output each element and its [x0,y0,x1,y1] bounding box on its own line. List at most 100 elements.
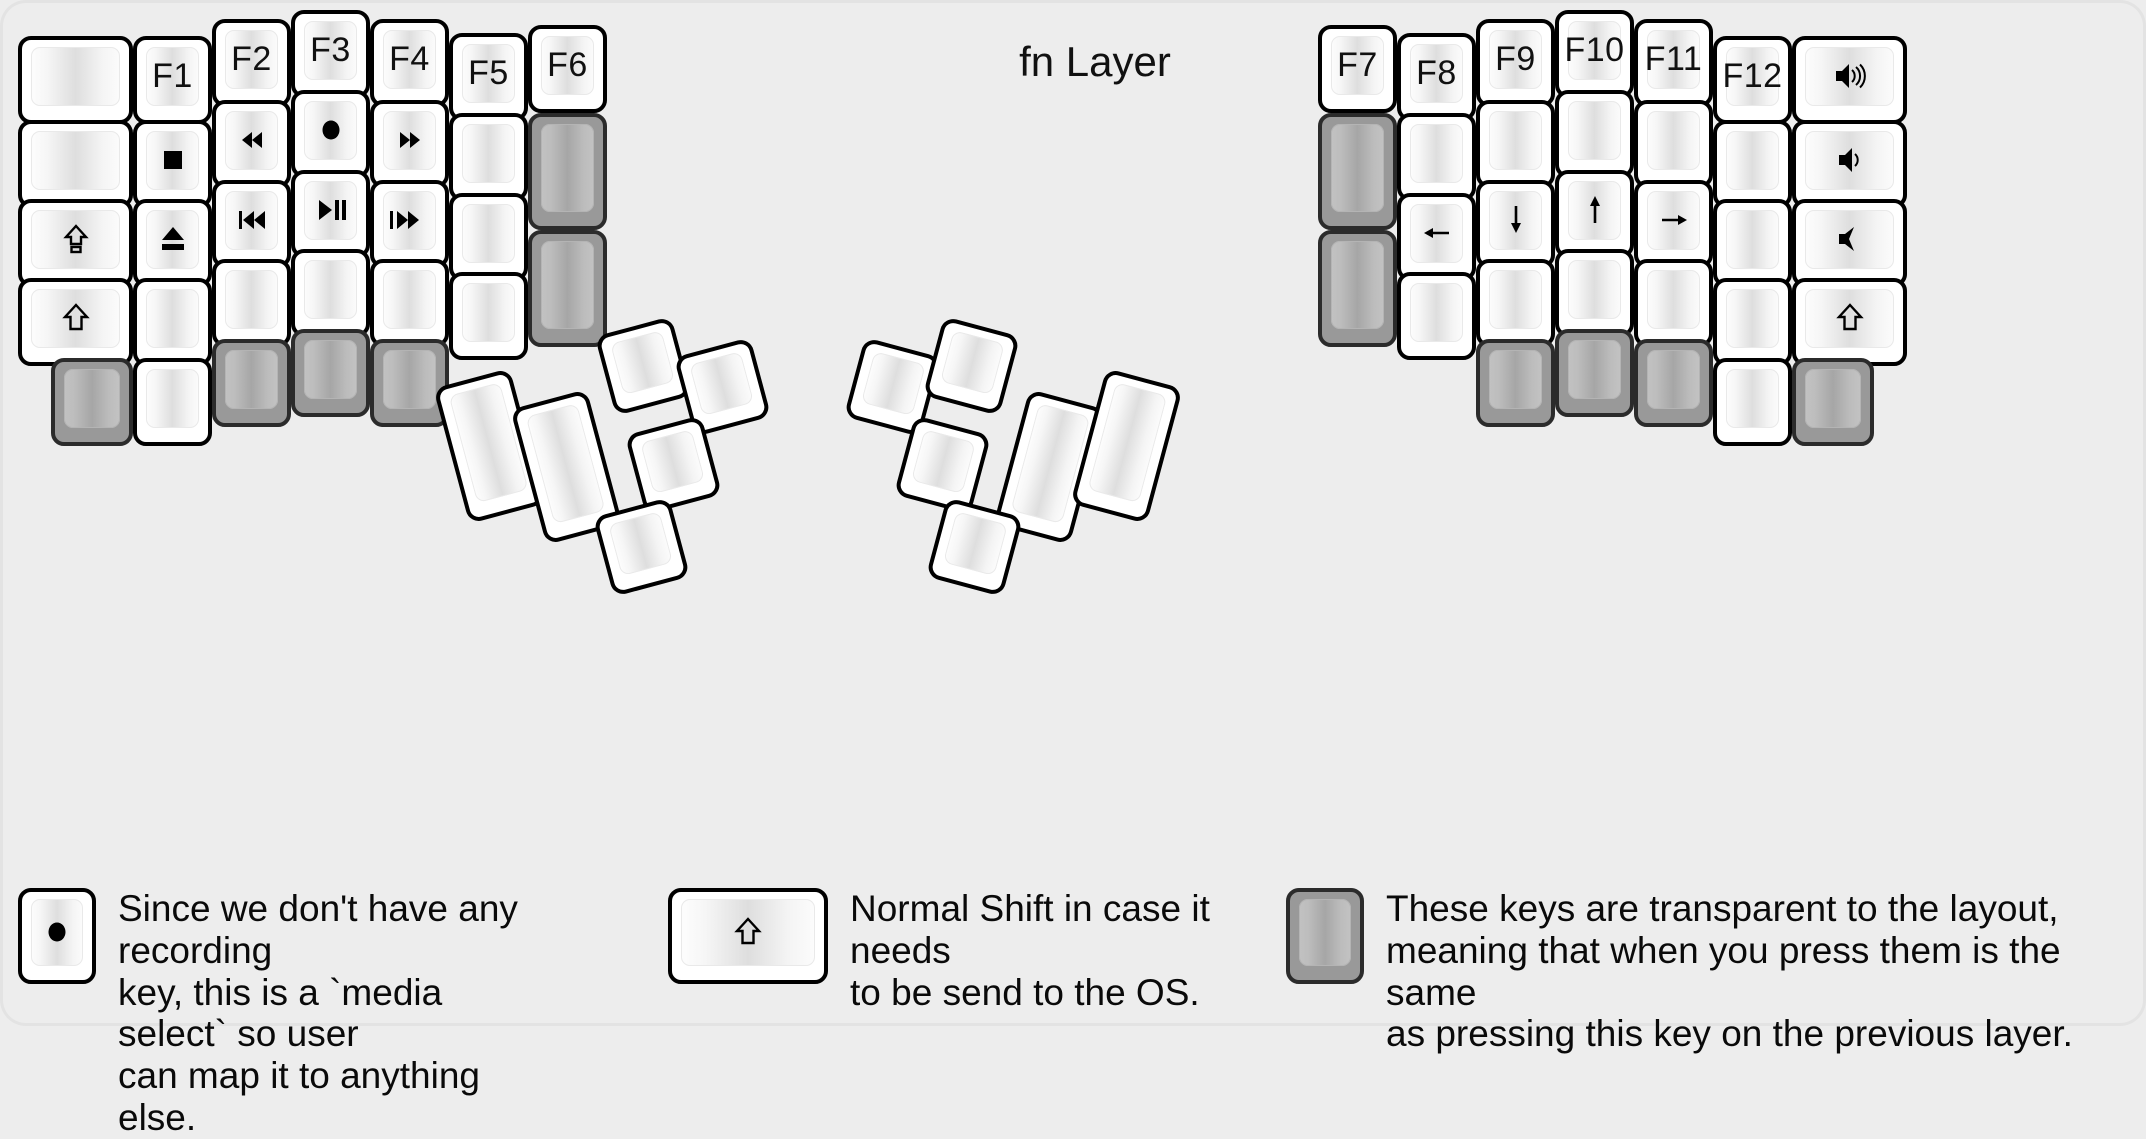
keycap-surface [383,111,436,170]
keycap-surface [383,30,436,89]
key-r-c7-r2[interactable] [1792,120,1907,208]
key-r-c5-r1[interactable]: F11 [1634,19,1713,107]
key-l-c4-r3[interactable] [291,170,370,258]
key-r-c6-r2[interactable] [1713,120,1792,208]
legend-item-record-note: Since we don't have any recording key, t… [18,888,538,1139]
legend-item-transparent-note: These keys are transparent to the layout… [1286,888,2146,1055]
key-r-c5-r4[interactable] [1634,259,1713,347]
keycap-surface [462,204,515,263]
keycap-surface [689,351,755,417]
keycap-surface [939,330,1005,396]
key-r-c2-r2[interactable] [1397,113,1476,201]
key-r-c6-r3[interactable] [1713,199,1792,287]
key-l-c4-r4[interactable] [291,249,370,337]
key-r-c7-r5[interactable] [1792,358,1874,446]
keycap-surface [1410,283,1463,342]
key-r-c6-r5[interactable] [1713,358,1792,446]
key-l-c6-r4[interactable] [449,272,528,360]
key-l-c4-r5[interactable] [291,329,370,417]
key-l-c3-r2[interactable] [212,100,291,188]
key-l-c4-r1[interactable]: F3 [291,10,370,98]
keycap-surface [1489,111,1542,170]
keycap-surface [1568,101,1621,160]
keycap-surface [1568,21,1621,80]
key-l-c2-r5[interactable] [133,358,212,446]
keycap-surface [608,511,674,577]
key-l-c5-r3[interactable] [370,180,449,268]
key-rt-4[interactable] [922,316,1021,416]
key-l-c3-r5[interactable] [212,339,291,427]
key-r-c2-r3[interactable] [1397,193,1476,281]
legend-text-shift-note: Normal Shift in case it needs to be send… [850,888,1210,1013]
key-l-c1-r5[interactable] [51,358,133,446]
legend-key-transparent-note [1286,888,1364,984]
legend-key-record-note [18,888,96,984]
key-l-c4-r2[interactable] [291,90,370,178]
key-l-c6-r1[interactable]: F5 [449,33,528,121]
key-l-c1-r1[interactable] [18,36,133,124]
key-r-c3-r3[interactable] [1476,180,1555,268]
key-r-c7-r1[interactable] [1792,36,1907,124]
key-l-c1-r4[interactable] [18,278,133,366]
key-l-c1-r2[interactable] [18,120,133,208]
keycap-surface [1331,241,1384,329]
key-r-c1-r1[interactable]: F7 [1318,25,1397,113]
key-r-c2-r4[interactable] [1397,272,1476,360]
keycap-surface [1489,270,1542,329]
key-r-c4-r1[interactable]: F10 [1555,10,1634,98]
legend-item-shift-note: Normal Shift in case it needs to be send… [668,888,1270,1013]
key-l-c2-r2[interactable] [133,120,212,208]
key-l-c2-r3[interactable] [133,199,212,287]
key-r-c1-r2[interactable] [1318,113,1397,230]
key-r-c3-r2[interactable] [1476,100,1555,188]
keycap-surface [1726,289,1779,348]
keycap-surface [910,429,976,495]
key-r-c4-r5[interactable] [1555,329,1634,417]
keycap-surface [31,210,120,269]
key-l-c2-r4[interactable] [133,278,212,366]
key-rt-2[interactable] [1070,368,1183,524]
keycap-surface [462,44,515,103]
key-l-c2-r1[interactable]: F1 [133,36,212,124]
key-l-c3-r4[interactable] [212,259,291,347]
keycap-surface [1805,210,1894,269]
key-r-c6-r4[interactable] [1713,278,1792,366]
key-l-c6-r3[interactable] [449,193,528,281]
key-l-c1-r3[interactable] [18,199,133,287]
key-r-c5-r2[interactable] [1634,100,1713,188]
keycap-surface [1647,30,1700,89]
key-r-c7-r4[interactable] [1792,278,1907,366]
key-l-c5-r2[interactable] [370,100,449,188]
key-r-c1-r3[interactable] [1318,230,1397,347]
legend-text-transparent-note: These keys are transparent to the layout… [1386,888,2073,1055]
keycap-surface [1410,204,1463,263]
keycap-surface [146,210,199,269]
key-l-c5-r1[interactable]: F4 [370,19,449,107]
keycap-surface [1647,191,1700,250]
key-r-c5-r3[interactable] [1634,180,1713,268]
key-l-c3-r3[interactable] [212,180,291,268]
key-r-c4-r2[interactable] [1555,90,1634,178]
key-l-c7-r2[interactable] [528,113,607,230]
key-r-c6-r1[interactable]: F12 [1713,36,1792,124]
key-r-c2-r1[interactable]: F8 [1397,33,1476,121]
keycap-surface [1805,47,1894,106]
keycap-surface [1010,403,1091,525]
key-l-c6-r2[interactable] [449,113,528,201]
key-r-c4-r3[interactable] [1555,170,1634,258]
key-l-c5-r5[interactable] [370,339,449,427]
key-l-c5-r4[interactable] [370,259,449,347]
key-r-c3-r1[interactable]: F9 [1476,19,1555,107]
keycap-surface [1489,191,1542,250]
key-r-c3-r5[interactable] [1476,339,1555,427]
key-l-c7-r1[interactable]: F6 [528,25,607,113]
key-r-c4-r4[interactable] [1555,249,1634,337]
keycap-surface [525,403,606,525]
key-l-c3-r1[interactable]: F2 [212,19,291,107]
key-l-c7-r3[interactable] [528,230,607,347]
key-r-c7-r3[interactable] [1792,199,1907,287]
key-r-c5-r5[interactable] [1634,339,1713,427]
key-r-c3-r4[interactable] [1476,259,1555,347]
keycap-surface [225,350,278,409]
